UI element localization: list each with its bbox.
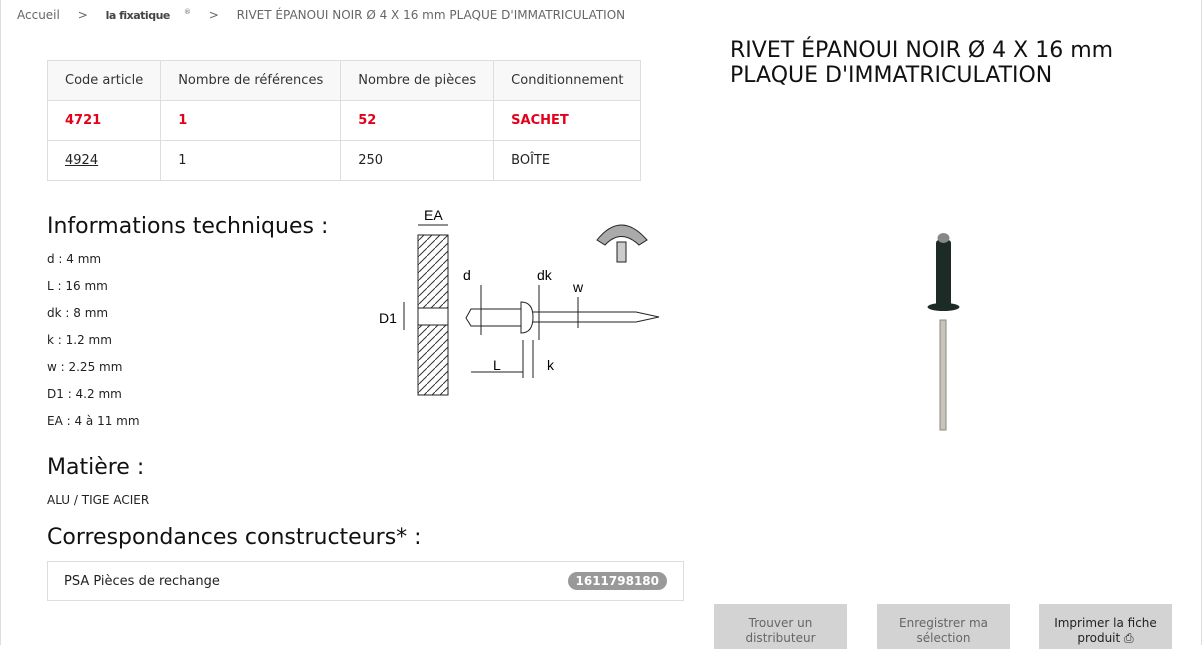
spec-item: EA : 4 à 11 mm: [47, 414, 140, 428]
label-w: w: [572, 279, 584, 295]
cell-refs: 1: [160, 100, 342, 141]
label-dk: dk: [537, 267, 553, 283]
material-title: Matière :: [47, 455, 145, 480]
cell-refs: 1: [160, 140, 342, 181]
label-d: d: [463, 267, 471, 283]
cell-code: 4721: [46, 100, 162, 141]
label-d1: D1: [379, 310, 397, 326]
cell-pack: SACHET: [493, 100, 642, 141]
breadcrumb-current: RIVET ÉPANOUI NOIR Ø 4 X 16 mm PLAQUE D'…: [236, 8, 626, 22]
tech-title: Informations techniques :: [47, 214, 329, 239]
spec-item: k : 1.2 mm: [47, 333, 112, 347]
corr-title: Correspondances constructeurs* :: [47, 525, 422, 550]
spec-item: w : 2.25 mm: [47, 360, 123, 374]
cell-pieces: 52: [340, 100, 495, 141]
label-k: k: [547, 357, 555, 373]
label-ea: EA: [424, 207, 443, 223]
col-header: Conditionnement: [493, 60, 642, 101]
breadcrumb: Accueil > la fixatique ® > RIVET ÉPANOUI …: [17, 8, 653, 22]
spec-item: D1 : 4.2 mm: [47, 387, 122, 401]
col-header: Nombre de pièces: [340, 60, 495, 101]
cell-pack: BOÎTE: [493, 140, 642, 181]
product-image: [927, 233, 960, 431]
col-header: Nombre de références: [160, 60, 342, 101]
spec-item: dk : 8 mm: [47, 306, 109, 320]
spec-item: L : 16 mm: [47, 279, 108, 293]
printer-icon: ⎙: [1124, 631, 1134, 645]
article-link[interactable]: 4924: [65, 153, 99, 168]
breadcrumb-separator: >: [208, 8, 219, 22]
corr-ref-badge: 1611798180: [567, 572, 667, 590]
breadcrumb-brand[interactable]: la fixatique: [105, 9, 171, 22]
label-l: L: [493, 357, 501, 373]
material-value: ALU / TIGE ACIER: [47, 493, 150, 507]
registered-mark: ®: [183, 8, 191, 16]
breadcrumb-home[interactable]: Accueil: [17, 8, 60, 22]
cell-pieces: 250: [340, 140, 495, 181]
corr-row: PSA Pièces de rechange 1611798180: [47, 561, 684, 601]
spec-item: d : 4 mm: [47, 252, 102, 266]
rivet-diagram: EA d dk w D1 L k: [379, 207, 660, 396]
corr-name: PSA Pièces de rechange: [64, 573, 220, 589]
breadcrumb-separator: >: [77, 8, 88, 22]
col-header: Code article: [46, 60, 162, 101]
